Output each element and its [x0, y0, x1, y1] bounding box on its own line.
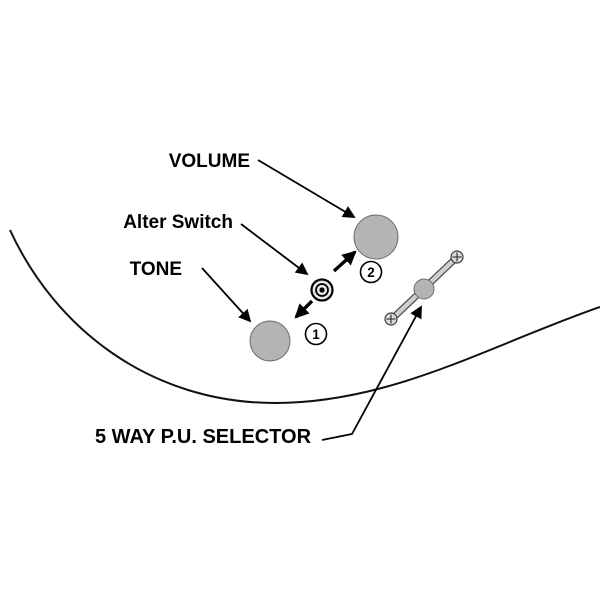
alter-switch-leader-arrow	[240, 223, 309, 276]
selector-knob	[413, 278, 435, 300]
position-1-marker: 1	[304, 322, 328, 346]
position-1-arrow-icon	[294, 299, 314, 319]
volume-leader-arrow	[257, 159, 356, 218]
tone-leader-arrow	[201, 267, 252, 323]
alter-switch-inner-ring	[315, 283, 329, 297]
volume-knob-icon	[353, 214, 399, 260]
tone-knob-icon	[249, 320, 291, 362]
position-2-marker: 2	[359, 260, 383, 284]
alter-switch-center-dot	[319, 287, 325, 293]
position-1-circle	[304, 322, 328, 346]
selector-leader-arrow	[321, 305, 422, 441]
screw-icon	[450, 250, 464, 264]
tone-label: TONE	[130, 259, 182, 280]
position-2-arrow-icon	[332, 250, 357, 273]
guitar-body-outline	[9, 229, 600, 405]
position-1-number: 1	[312, 327, 320, 342]
position-2-number: 2	[367, 265, 375, 280]
pickup-selector-lever-icon	[384, 250, 464, 326]
position-2-circle	[359, 260, 383, 284]
alter-switch-button-icon	[310, 278, 334, 302]
selector-label: 5 WAY P.U. SELECTOR	[95, 426, 312, 448]
volume-label: VOLUME	[169, 151, 250, 172]
alter-switch-label: Alter Switch	[123, 212, 233, 233]
screw-icon	[384, 312, 398, 326]
